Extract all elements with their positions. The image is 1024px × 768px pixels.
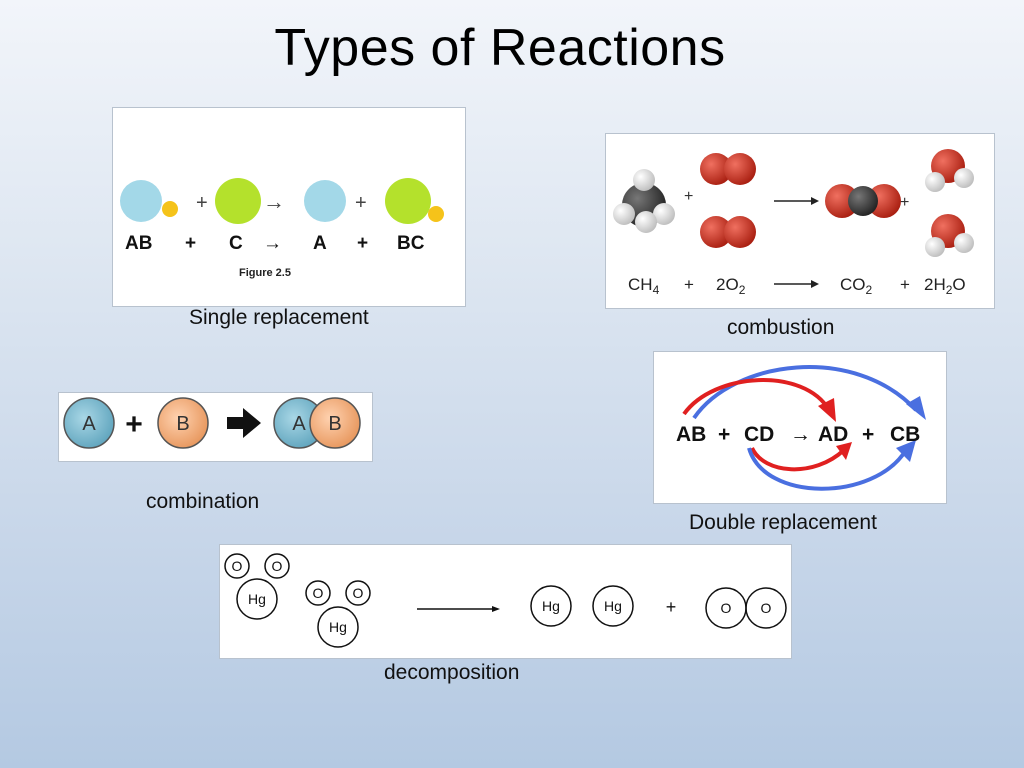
- carbon-dioxide-molecule: [825, 184, 901, 218]
- double-replacement-svg: AB + CD → AD + CB: [676, 365, 926, 491]
- figure-label: Figure 2.5: [239, 267, 291, 279]
- eq-plus: +: [718, 423, 730, 446]
- red-arrow-top: [682, 378, 831, 416]
- eq-plus: +: [185, 233, 196, 254]
- combustion-caption: combustion: [727, 316, 835, 339]
- eq-plus: +: [862, 423, 874, 446]
- single-replacement-diagram: + → + AB + C → A + BC Figure 2.5: [112, 107, 466, 307]
- water-molecule: [925, 149, 974, 192]
- decomposition-diagram: O O Hg O O Hg Hg Hg + O O: [219, 544, 792, 659]
- atom-b-circle: [162, 201, 178, 217]
- atom-a-circle: [304, 180, 346, 222]
- mercury-label: Hg: [329, 619, 347, 635]
- oxygen-label: O: [313, 585, 324, 601]
- red-arrowhead-bottom: [836, 442, 852, 460]
- eq-ab: AB: [676, 423, 706, 446]
- atom-b-label: B: [176, 413, 189, 435]
- eq-ad: AD: [818, 423, 848, 446]
- reaction-arrow: [227, 408, 261, 438]
- plus-sign: +: [355, 192, 367, 214]
- oxygen-atom-circle: [745, 587, 787, 629]
- eq-a: A: [313, 233, 327, 254]
- blue-arrowhead-bottom: [896, 440, 916, 462]
- combustion-diagram: + + CH4 + 2O2 CO: [605, 133, 995, 309]
- formula-2h2o: 2H2O: [924, 275, 966, 297]
- eq-arrow: →: [790, 423, 811, 446]
- oxygen-label: O: [761, 600, 772, 616]
- single-replacement-svg: + → + AB + C → A + BC Figure 2.5: [120, 178, 444, 279]
- oxygen-atom-circle: [305, 580, 331, 606]
- atom-b-circle: [309, 397, 361, 449]
- atom-c-circle: [385, 178, 431, 224]
- combination-diagram: A + B A B: [58, 392, 373, 462]
- oxygen-label: O: [232, 558, 243, 574]
- mercury-atom-circle: [317, 606, 359, 648]
- reaction-arrowhead: [492, 606, 500, 612]
- eq-arrow: →: [263, 233, 282, 254]
- formula-co2: CO2: [840, 275, 873, 297]
- eq-cb: CB: [890, 423, 920, 446]
- atom-c-circle: [215, 178, 261, 224]
- oxygen-atom-circle: [264, 553, 290, 579]
- plus-sign: +: [666, 597, 677, 617]
- eq-ab: AB: [125, 233, 152, 254]
- eq-cd: CD: [744, 423, 774, 446]
- mercury-atom-circle: [236, 578, 278, 620]
- plus-sign: +: [196, 192, 208, 214]
- blue-arrowhead-top: [906, 396, 926, 420]
- formula-2o2: 2O2: [716, 275, 746, 297]
- water-molecule: [925, 214, 974, 257]
- plus-sign: +: [684, 188, 693, 205]
- slide-title: Types of Reactions: [274, 19, 726, 77]
- combination-caption: combination: [146, 490, 260, 513]
- reaction-arrowhead: [811, 197, 819, 205]
- oxygen-atom-circle: [224, 553, 250, 579]
- mercury-label: Hg: [248, 591, 266, 607]
- atom-b-label: B: [328, 413, 341, 435]
- atom-a-label: A: [292, 413, 306, 435]
- oxygen-label: O: [272, 558, 283, 574]
- mercury-label: Hg: [604, 598, 622, 614]
- eq-plus: +: [684, 275, 694, 294]
- double-replacement-diagram: AB + CD → AD + CB: [653, 351, 947, 504]
- reaction-arrowhead: [811, 280, 819, 288]
- mercury-label: Hg: [542, 598, 560, 614]
- plus-sign: +: [125, 408, 143, 441]
- red-arrow-bottom: [750, 446, 846, 472]
- eq-plus: +: [357, 233, 368, 254]
- atom-a-circle: [120, 180, 162, 222]
- oxygen-atom-circle: [345, 580, 371, 606]
- oxygen-molecule: [700, 216, 756, 248]
- red-arrowhead-top: [818, 398, 836, 422]
- atom-b-circle: [157, 397, 209, 449]
- plus-sign: +: [900, 194, 909, 211]
- atom-a-label: A: [82, 413, 96, 435]
- mercury-atom-circle: [592, 585, 634, 627]
- decomposition-svg: O O Hg O O Hg Hg Hg + O O: [224, 553, 787, 648]
- blue-arrow-bottom: [747, 447, 908, 491]
- atom-b-circle: [428, 206, 444, 222]
- mercury-atom-circle: [530, 585, 572, 627]
- decomposition-caption: decomposition: [384, 661, 520, 684]
- eq-c: C: [229, 233, 243, 254]
- eq-plus: +: [900, 275, 910, 294]
- double-replacement-caption: Double replacement: [689, 511, 877, 534]
- arrow-sign: →: [263, 189, 285, 214]
- blue-arrow-top: [692, 365, 918, 420]
- combustion-svg: + + CH4 + 2O2 CO: [613, 149, 974, 297]
- oxygen-molecule: [700, 153, 756, 185]
- oxygen-label: O: [721, 600, 732, 616]
- formula-ch4: CH4: [628, 275, 660, 297]
- eq-bc: BC: [397, 233, 425, 254]
- combination-svg: A + B A B: [63, 397, 361, 449]
- oxygen-label: O: [353, 585, 364, 601]
- atom-a-circle: [63, 397, 115, 449]
- single-replacement-caption: Single replacement: [189, 306, 369, 329]
- methane-molecule: [613, 169, 675, 233]
